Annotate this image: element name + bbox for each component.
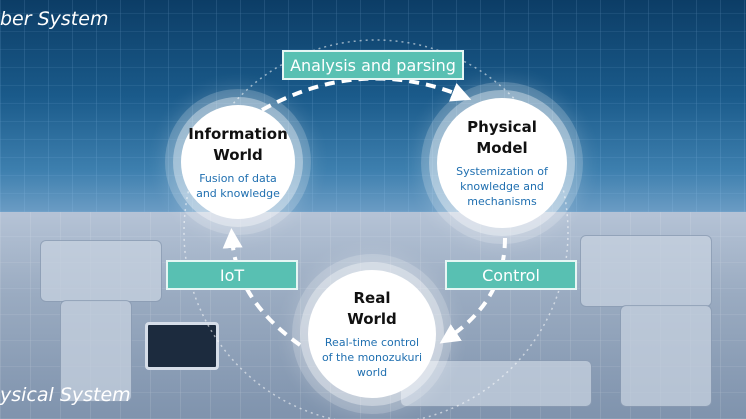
conveyor-center [400,360,592,407]
arrow-information-to-physical [261,76,472,112]
real-world-description: Real-time control of the monozukuri worl… [321,336,423,379]
robot-arm-right-base [620,305,712,407]
cyber-grid-pattern [0,0,746,212]
monitor-screen [145,322,219,370]
arrow-physical-to-real [439,237,507,344]
information-world-description: Fusion of data and knowledge [196,171,280,200]
real-world-title: Real World [347,289,397,328]
information-world-node: Information World Fusion of data and kno… [181,105,295,219]
physical-model-title: Physical Model [467,118,537,157]
arrow-real-to-information [222,228,302,347]
physical-model-description: Systemization of knowledge and mechanism… [456,165,548,208]
cyber-system-label: ber System [0,8,109,30]
robot-arm-left-base [60,300,132,402]
control-banner: Control [445,260,577,290]
outer-dotted-ring [183,39,569,419]
robot-arm-left [40,240,162,302]
physical-model-node: Physical Model Systemization of knowledg… [437,98,567,228]
information-world-title: Information World [188,124,288,164]
cyber-system-background [0,0,746,212]
iot-banner: IoT [166,260,298,290]
physical-system-label: ysical System [0,384,131,406]
analysis-parsing-banner: Analysis and parsing [282,50,464,80]
real-world-node: Real World Real-time control of the mono… [308,270,436,398]
